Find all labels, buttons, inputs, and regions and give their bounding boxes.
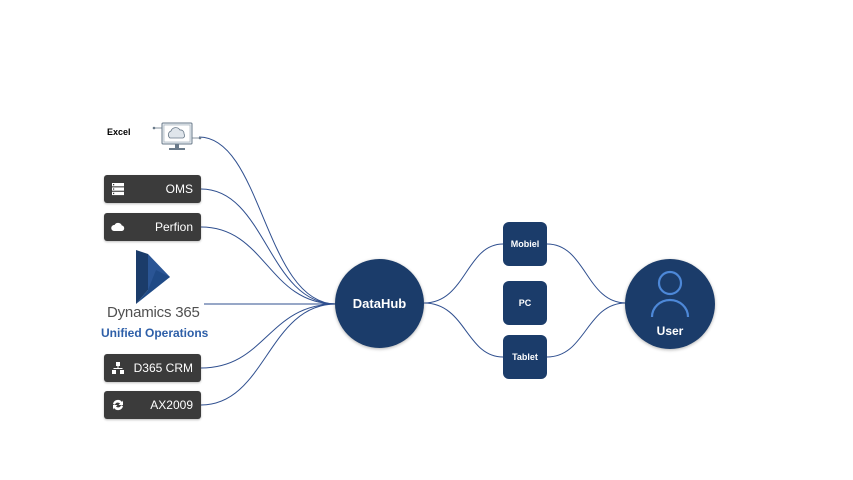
- wire-hub-tablet: [423, 302, 504, 358]
- user-icon: [650, 270, 690, 318]
- wire-excel: [198, 136, 337, 305]
- cloud-monitor-icon: [152, 122, 202, 150]
- user-node[interactable]: User: [625, 259, 715, 349]
- d365-crm-label: D365 CRM: [133, 361, 193, 375]
- wire-tablet-user: [546, 302, 627, 358]
- pc-node[interactable]: PC: [503, 281, 547, 325]
- oms-label: OMS: [165, 182, 193, 196]
- tablet-node[interactable]: Tablet: [503, 335, 547, 379]
- d365-crm-button[interactable]: D365 CRM: [104, 354, 201, 382]
- perfion-label: Perfion: [154, 220, 193, 234]
- perfion-button[interactable]: Perfion: [104, 213, 201, 241]
- cloud-icon: [111, 222, 125, 231]
- wire-oms: [200, 188, 337, 305]
- ax2009-label: AX2009: [150, 398, 193, 412]
- wire-ax2009: [200, 303, 337, 406]
- ax2009-button[interactable]: AX2009: [104, 391, 201, 419]
- oms-button[interactable]: OMS: [104, 175, 201, 203]
- user-label: User: [656, 324, 684, 338]
- dynamics-365-logo: [136, 250, 170, 304]
- wire-d365crm: [200, 303, 337, 369]
- dynamics-365-title: Dynamics 365: [107, 304, 200, 321]
- hierarchy-icon: [112, 362, 124, 374]
- wire-perfion: [200, 226, 337, 305]
- wire-hub-mobiel: [423, 243, 504, 304]
- wire-mobiel-user: [546, 243, 627, 304]
- mobiel-node[interactable]: Mobiel: [503, 222, 547, 266]
- server-icon: [112, 183, 124, 196]
- sync-icon: [113, 399, 123, 411]
- excel-label: Excel: [107, 127, 131, 137]
- dynamics-365-subtitle: Unified Operations: [101, 326, 209, 340]
- datahub-node[interactable]: DataHub: [335, 259, 424, 348]
